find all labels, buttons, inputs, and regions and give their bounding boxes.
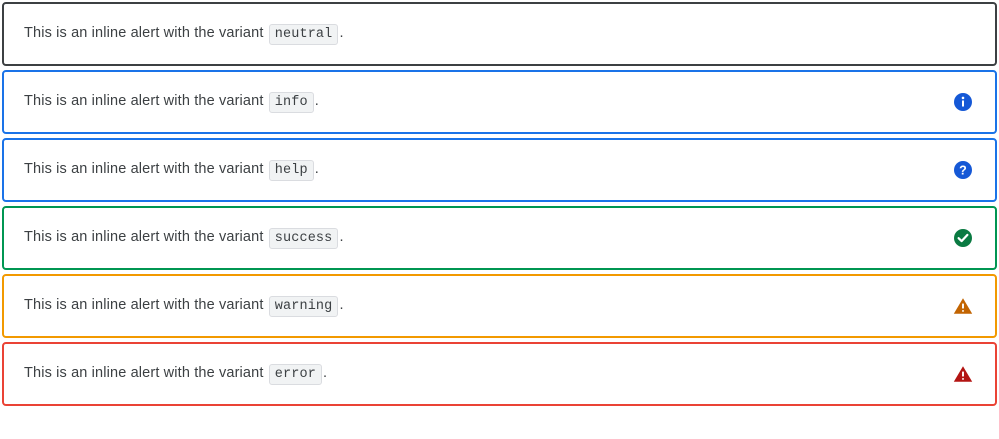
- alert-message-prefix: This is an inline alert with the variant: [24, 296, 268, 313]
- error-triangle-icon: [953, 364, 973, 384]
- variant-code-token: warning: [268, 295, 339, 318]
- alert-message-prefix: This is an inline alert with the variant: [24, 160, 268, 177]
- svg-text:?: ?: [959, 164, 967, 178]
- help-icon: ?: [953, 160, 973, 180]
- inline-alert-warning: This is an inline alert with the variant…: [2, 274, 997, 338]
- alert-message: This is an inline alert with the variant…: [24, 91, 953, 114]
- success-check-icon: [953, 228, 973, 248]
- inline-alert-info: This is an inline alert with the variant…: [2, 70, 997, 134]
- alert-message-prefix: This is an inline alert with the variant: [24, 364, 268, 381]
- alert-message: This is an inline alert with the variant…: [24, 295, 953, 318]
- alert-message-suffix: .: [339, 296, 344, 313]
- inline-alert-error: This is an inline alert with the variant…: [2, 342, 997, 406]
- alert-message: This is an inline alert with the variant…: [24, 363, 953, 386]
- alert-icon-placeholder: [953, 24, 973, 44]
- alert-message-suffix: .: [339, 24, 344, 41]
- warning-triangle-icon: [953, 296, 973, 316]
- alert-message-suffix: .: [314, 92, 319, 109]
- inline-alert-success: This is an inline alert with the variant…: [2, 206, 997, 270]
- alert-message-prefix: This is an inline alert with the variant: [24, 24, 268, 41]
- inline-alert-list: This is an inline alert with the variant…: [2, 2, 997, 406]
- alert-message-suffix: .: [322, 364, 328, 381]
- alert-message-prefix: This is an inline alert with the variant: [24, 228, 268, 245]
- alert-message: This is an inline alert with the variant…: [24, 227, 953, 250]
- alert-message-suffix: .: [314, 160, 319, 177]
- alert-message: This is an inline alert with the variant…: [24, 159, 953, 182]
- variant-code-token: neutral: [268, 23, 339, 46]
- variant-code-token: error: [268, 363, 322, 386]
- info-icon: [953, 92, 973, 112]
- variant-code-token: help: [268, 159, 314, 182]
- alert-message-suffix: .: [339, 228, 344, 245]
- alert-message: This is an inline alert with the variant…: [24, 23, 953, 46]
- variant-code-token: info: [268, 91, 314, 114]
- inline-alert-neutral: This is an inline alert with the variant…: [2, 2, 997, 66]
- alert-message-prefix: This is an inline alert with the variant: [24, 92, 268, 109]
- inline-alert-help: This is an inline alert with the variant…: [2, 138, 997, 202]
- variant-code-token: success: [268, 227, 339, 250]
